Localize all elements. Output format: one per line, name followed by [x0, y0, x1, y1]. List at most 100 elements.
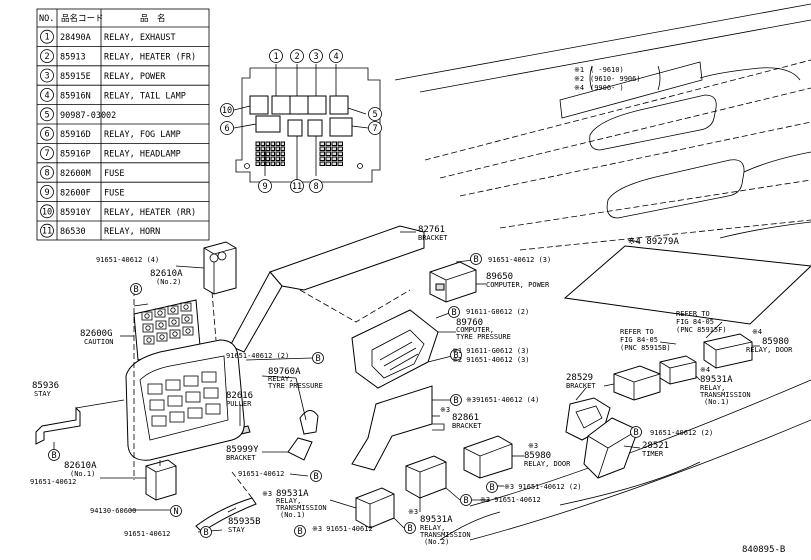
part-82610a1-relay [145, 459, 177, 501]
bolt-symbol-letter: B [489, 483, 494, 493]
label-89650: 89650 [486, 272, 513, 282]
bolt-symbol [48, 449, 60, 461]
relay-position-number: 9 [262, 182, 267, 192]
label-89531b-n1: RELAY, [276, 497, 301, 505]
label-82610a1-n: (No.1) [70, 470, 95, 478]
table-row-number: 10 [42, 207, 52, 217]
bolt-symbol-letter: B [633, 428, 638, 438]
label-85935b-n: STAY [228, 526, 246, 534]
label-85980a: 85980 [524, 451, 551, 461]
relay-position-circle [269, 49, 283, 63]
label-82616: 82616 [226, 391, 253, 401]
vehicle-body-outline [394, 3, 811, 541]
bolt-symbol [200, 526, 212, 538]
label-89531c-mark: ※4 [700, 366, 710, 374]
part-89531b-relay [355, 487, 395, 529]
label-89531a-n2: TRANSMISSION [420, 531, 471, 539]
part-89531c-relay [659, 355, 697, 385]
table-header-no: NO. [39, 14, 54, 24]
bolt-symbol [460, 494, 472, 506]
label-89531b: 89531A [276, 489, 309, 499]
table-row-name: RELAY, HEATER (FR) [104, 53, 196, 63]
label-85980a-name: RELAY, DOOR [524, 460, 571, 468]
table-row-number: 7 [44, 149, 49, 159]
label-89531b-mark: ※3 [262, 490, 272, 498]
label-89760-n2: TYRE PRESSURE [456, 333, 511, 341]
table-row-code: 85910Y [60, 208, 91, 218]
relay-position-number: 8 [313, 182, 318, 192]
label-ref1-l1: REFER TO [620, 328, 654, 336]
label-89531a: 89531A [420, 515, 453, 525]
table-row-code: 90987-03002 [60, 111, 116, 121]
legend-range-3: (9906- ) [590, 84, 624, 92]
relay-position-circle [290, 179, 304, 193]
bolt-symbol-letter: B [463, 496, 468, 506]
label-85980b-mark: ※4 [752, 328, 762, 336]
part-82761-bracket [269, 225, 425, 291]
table-row-number: 6 [44, 130, 49, 140]
table-row-name: RELAY, FOG LAMP [104, 130, 181, 140]
table-row-number-circle [40, 88, 54, 102]
label-89531c-n1: RELAY, [700, 384, 725, 392]
label-89760a: 89760A [268, 367, 301, 377]
label-89760a-n2: TYRE PRESSURE [268, 382, 323, 390]
table-row-code: 28490A [60, 33, 91, 43]
relay-position-circle [368, 121, 382, 135]
figure-code: 840895-B [742, 545, 785, 555]
relay-position-circle [220, 121, 234, 135]
legend: ※1 ( -9610) ※2 (9610- 9906) ※4 (9906- ) [574, 65, 661, 92]
bolt-symbol [450, 349, 462, 361]
bolt-symbol [294, 525, 306, 537]
table-row-number-circle [40, 146, 54, 161]
relay-position-number: 1 [273, 52, 278, 62]
table-row-name: RELAY, TAIL LAMP [104, 91, 186, 101]
label-89760a-n1: RELAY, [268, 375, 293, 383]
label-89531a-mark: ※3 [408, 508, 418, 516]
label-82610a1: 82610A [64, 461, 97, 471]
part-85980b-relay [703, 333, 753, 369]
table-row-number: 4 [44, 91, 49, 101]
table-row-code: 82600F [60, 188, 91, 198]
bolt-symbol [130, 283, 142, 295]
label-91651-d: ※3 91651-40612 [480, 496, 541, 504]
part-85935b-stay [195, 497, 257, 533]
label-82616-n: PULLER [226, 400, 252, 408]
label-91651-3b: ※2 91651-40612 (3) [452, 356, 530, 364]
label-82861: 82861 [452, 413, 479, 423]
part-89650-computer [429, 261, 477, 303]
label-85980a-mark: ※3 [528, 442, 538, 450]
label-94130: 94130-60600 [90, 507, 136, 515]
table-row-name: FUSE [104, 188, 124, 198]
legend-mark-1: ※1 [574, 66, 584, 74]
bolt-symbol-letter: B [51, 451, 56, 461]
label-85999y-n: BRACKET [226, 454, 256, 462]
label-82861-mark: ※3 [440, 406, 450, 414]
part-labels: 82761 BRACKET 91651-40612 (3) 89650 COMP… [30, 225, 793, 555]
relay-position-number: 11 [292, 182, 302, 192]
table-row-number: 8 [44, 169, 49, 179]
parts-left [35, 241, 245, 501]
label-28529-name: BRACKET [566, 382, 596, 390]
table-header-code: 品名コード [61, 13, 104, 24]
label-89531a-n3: (No.2) [424, 538, 449, 546]
table-header-name: 品 名 [140, 13, 166, 24]
label-82610a2: 82610A [150, 269, 183, 279]
legend-range-2: (9610- 9906) [590, 75, 641, 83]
label-ref1-l3: (PNC 85915B) [620, 344, 671, 352]
label-82861-name: BRACKET [452, 422, 482, 430]
label-89760-n1: COMPUTER, [456, 326, 494, 334]
label-ref2-l1: REFER TO [676, 310, 710, 318]
table-row-name: RELAY, EXHAUST [104, 33, 176, 43]
table-row-number-circle [40, 126, 54, 141]
part-89531a-relay [405, 455, 447, 499]
legend-mark-2: ※2 [574, 75, 584, 83]
bolt-symbol-letter: B [473, 255, 478, 265]
label-91651-g: 91651-40612 [30, 478, 76, 486]
table-row-number-circle [40, 184, 54, 199]
bolt-symbol [630, 426, 642, 438]
label-28521-name: TIMER [642, 450, 664, 458]
bolt-symbol-letter: B [313, 472, 318, 482]
table-row-number: 9 [44, 188, 49, 198]
